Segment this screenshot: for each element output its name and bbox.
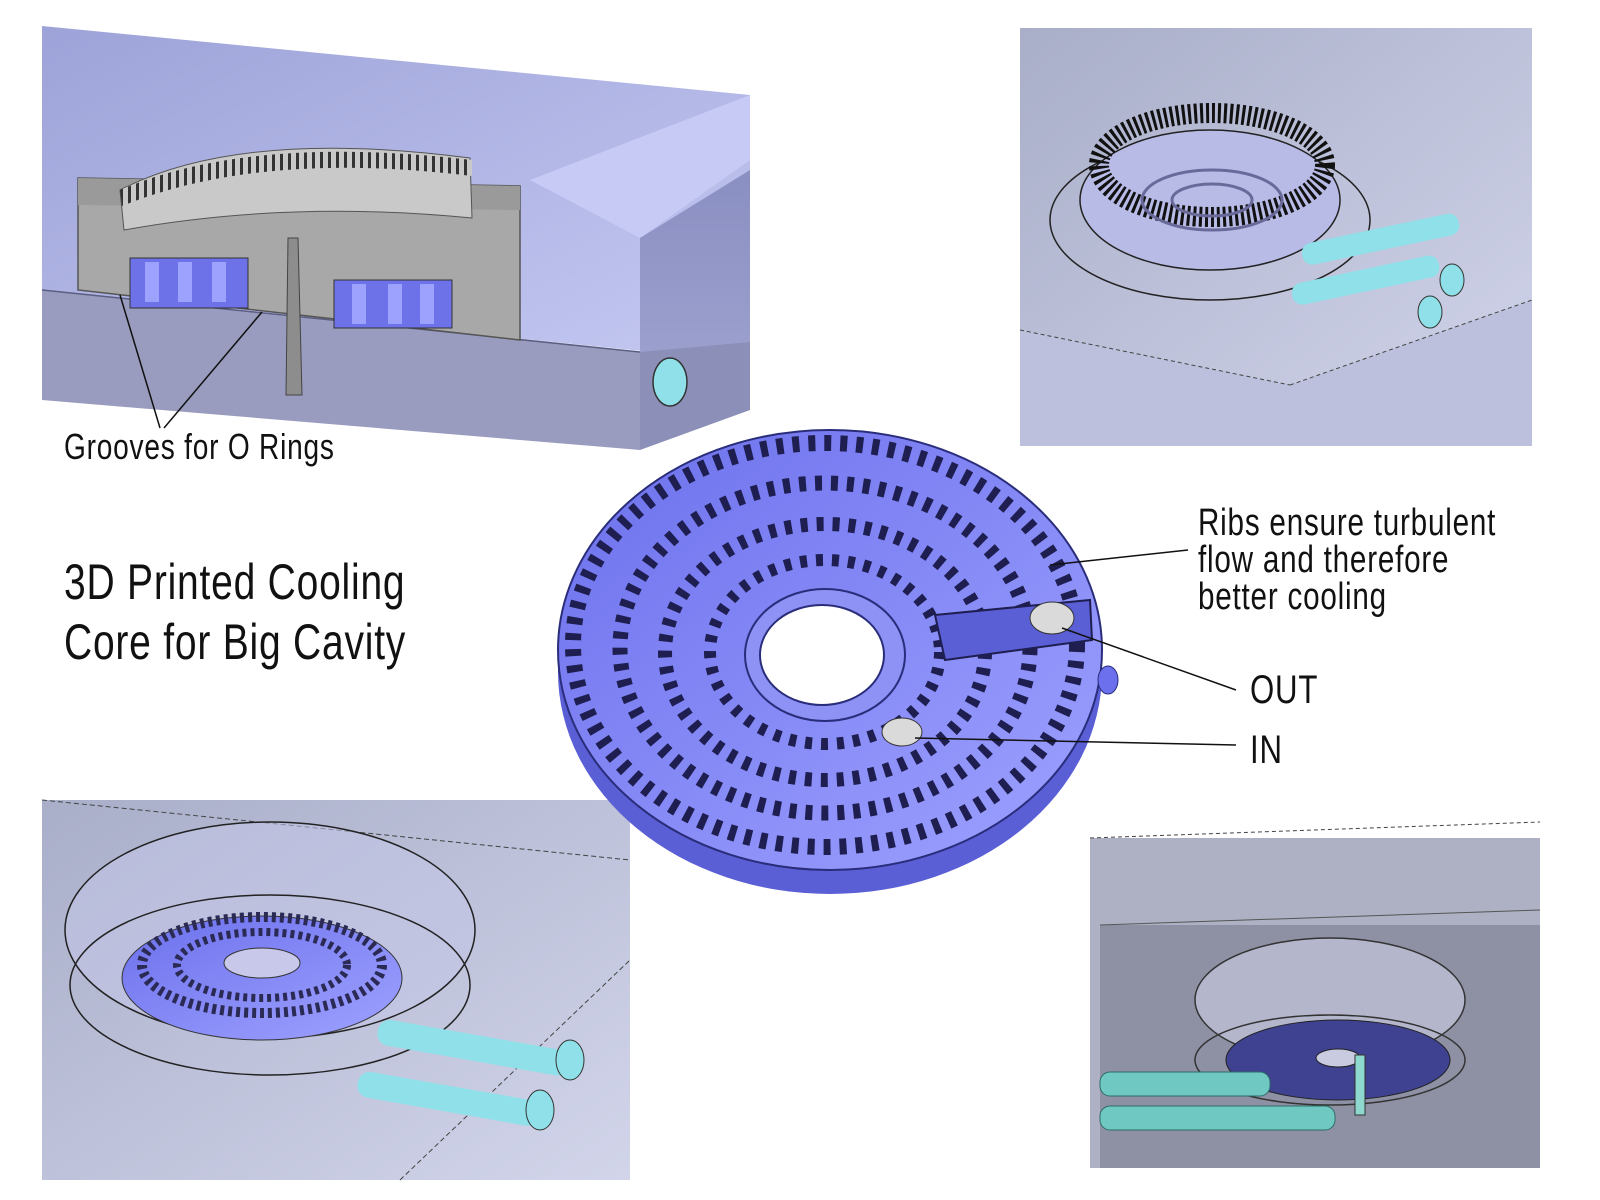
center-pin (285, 237, 303, 396)
section-view-panel (41, 26, 750, 450)
rib-ring-outer (565, 435, 1085, 855)
pipe-top-right-1 (1301, 213, 1460, 265)
block-lower-plate (42, 290, 640, 450)
grooves-leader-line-1 (119, 294, 161, 429)
ribs-leader-line (1049, 549, 1189, 566)
pipe-bottom-right-2 (1099, 1105, 1336, 1131)
cooling-core-center (557, 429, 1119, 894)
grooves-callout: Grooves for O Rings (64, 426, 335, 467)
pipe-bottom-right-1 (1099, 1071, 1271, 1097)
in-port (881, 717, 923, 747)
out-callout: OUT (1250, 668, 1319, 712)
assembly-view-bottom-right (1089, 821, 1541, 1168)
grooves-leader-line-2 (163, 311, 263, 429)
pipe-top-right-2 (1291, 255, 1440, 305)
in-leader-line (914, 737, 1237, 746)
cavity-rib-wall (120, 151, 472, 206)
assembly-view-top-right (1019, 28, 1533, 446)
in-callout: IN (1250, 728, 1283, 772)
center-hole (759, 604, 885, 706)
assembly-view-bottom-left (41, 799, 631, 1181)
pipe-outlet-end (652, 357, 688, 407)
pipe-bottom-left-1 (377, 1019, 571, 1076)
block-side-face (640, 170, 750, 385)
ribs-callout: Ribs ensure turbulent flow and therefore… (1198, 502, 1497, 618)
pipe-bottom-left-2 (357, 1071, 541, 1126)
out-port (1029, 601, 1075, 635)
diagram-title: 3D Printed Cooling Core for Big Cavity (64, 554, 407, 670)
out-leader-line (1061, 627, 1237, 691)
